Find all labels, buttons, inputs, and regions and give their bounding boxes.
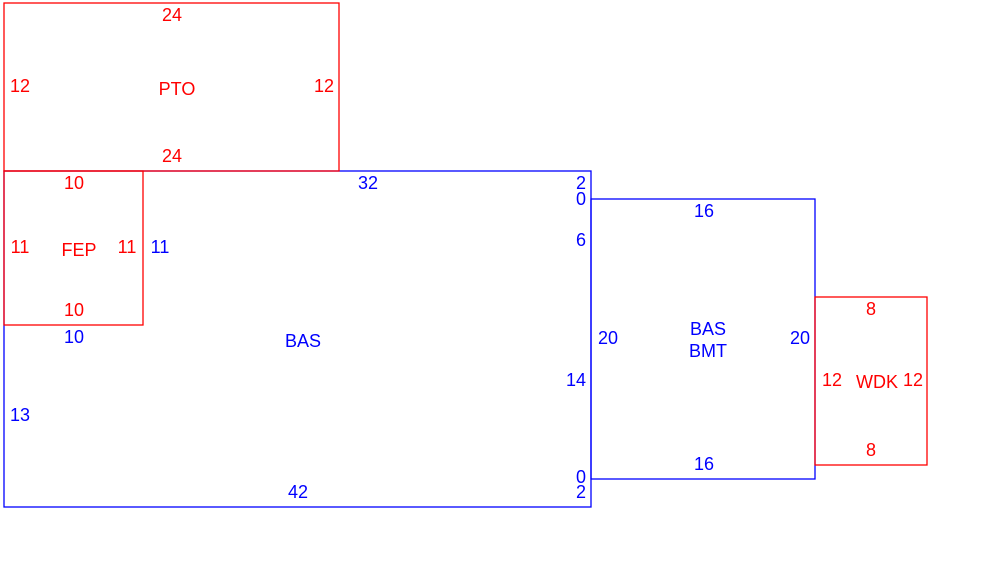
bmt-area bbox=[590, 198, 816, 480]
pto-bottom-dim: 24 bbox=[162, 146, 182, 166]
pto-top-dim: 24 bbox=[162, 5, 182, 25]
bmt-top-dim: 16 bbox=[694, 201, 714, 221]
bas-right-lower-dim: 14 bbox=[566, 370, 586, 390]
pto-left-dim: 12 bbox=[10, 76, 30, 96]
fep-top-dim: 10 bbox=[64, 173, 84, 193]
bmt-bottom-dim: 16 bbox=[694, 454, 714, 474]
wdk-area bbox=[814, 296, 928, 466]
wdk-right-dim: 12 bbox=[903, 370, 923, 390]
fep-left-dim: 11 bbox=[11, 237, 30, 257]
bas-label: BAS bbox=[285, 331, 321, 351]
wdk-bottom-dim: 8 bbox=[866, 440, 876, 460]
bas-right-upper-dim: 6 bbox=[576, 230, 586, 250]
fep-bottom-dim: 10 bbox=[64, 300, 84, 320]
fep-label: FEP bbox=[61, 240, 96, 260]
bas-right-bottom-dim-b: 2 bbox=[576, 482, 586, 502]
bmt-right-dim: 20 bbox=[790, 328, 810, 348]
bas-right-bottom-dim-a: 0 bbox=[576, 467, 586, 487]
pto-right-dim: 12 bbox=[314, 76, 334, 96]
pto-label: PTO bbox=[159, 79, 196, 99]
wdk-top-dim: 8 bbox=[866, 299, 876, 319]
wdk-label: WDK bbox=[856, 372, 898, 392]
bmt-label-line1: BAS bbox=[690, 319, 726, 339]
bas-top-dim: 32 bbox=[358, 173, 378, 193]
bas-right-top-dim-b: 0 bbox=[576, 189, 586, 209]
bas-right-top-dim-a: 2 bbox=[576, 173, 586, 193]
bas-left-mid-dim: 10 bbox=[64, 327, 84, 347]
wdk-left-dim: 12 bbox=[822, 370, 842, 390]
bmt-left-dim: 20 bbox=[598, 328, 618, 348]
bas-left-upper-dim: 11 bbox=[151, 237, 170, 257]
fep-right-dim: 11 bbox=[118, 237, 137, 257]
bas-left-dim: 13 bbox=[10, 405, 30, 425]
bmt-label-line2: BMT bbox=[689, 341, 727, 361]
fep-area bbox=[3, 170, 144, 326]
bas-bottom-dim: 42 bbox=[288, 482, 308, 502]
pto-area bbox=[3, 2, 340, 172]
